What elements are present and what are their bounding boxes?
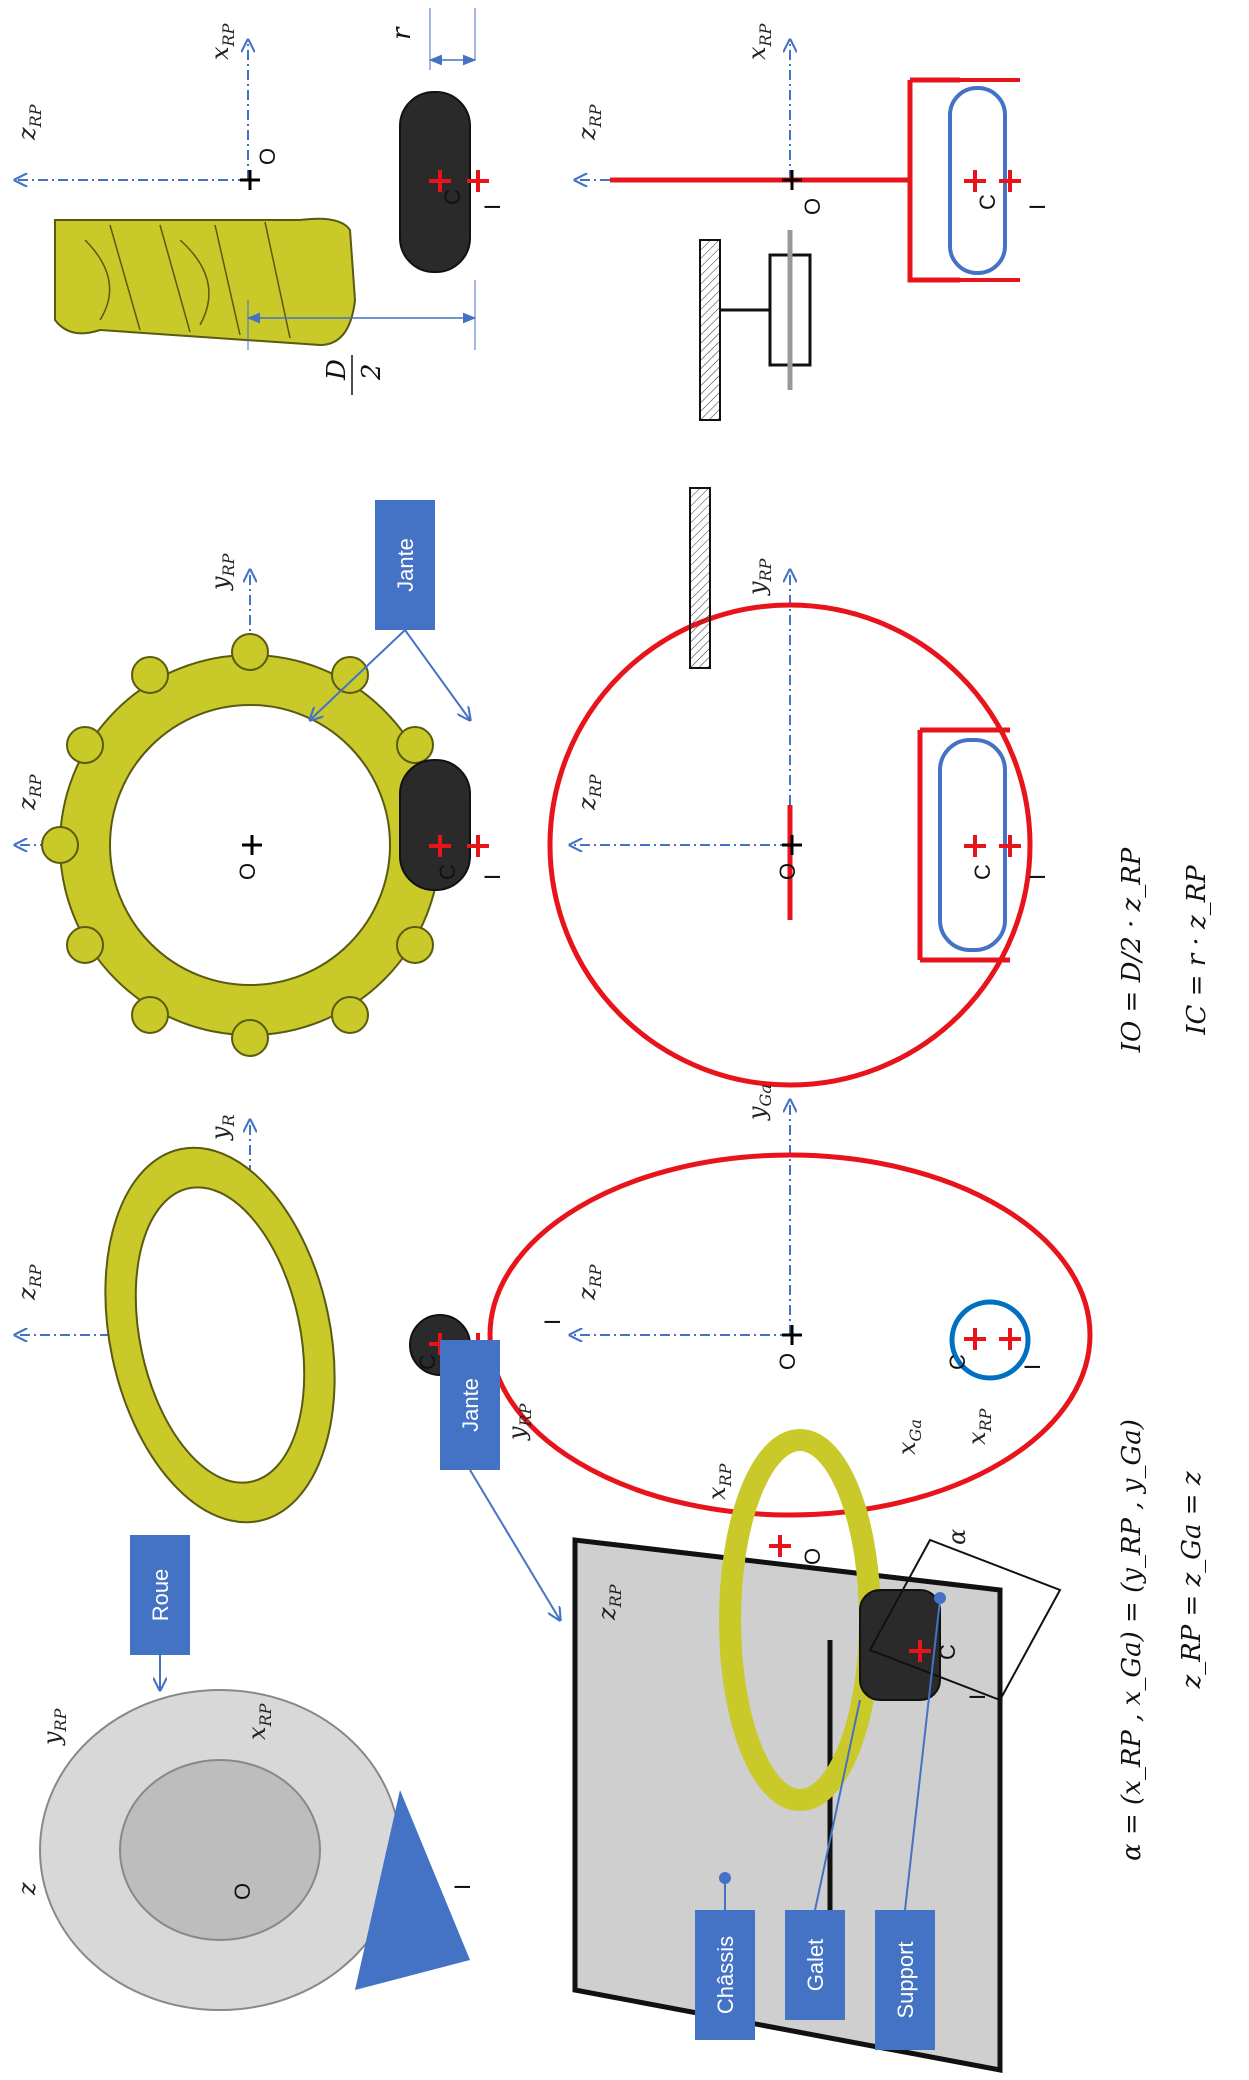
panel-oblique-kinematic: [487, 1100, 1093, 1518]
label-jante: Jante: [458, 1378, 483, 1432]
point-c-5: C: [415, 1354, 440, 1370]
label-roue: Roue: [148, 1569, 173, 1622]
label-support: Support: [893, 1941, 918, 2018]
point-o-marker: [240, 170, 260, 190]
point-i-marker: [467, 170, 489, 192]
point-o-7: O: [800, 1548, 825, 1565]
point-o-4: O: [775, 863, 800, 880]
axis-label-y-rp-3: yRP: [38, 1708, 70, 1746]
axis-label-x-rp-3: xRP: [243, 1703, 275, 1740]
axis-label-z-rp-1: zRP: [13, 104, 45, 141]
axis-label-z-rp-7: zRP: [593, 1584, 625, 1621]
axis-label-x-rp-4: xRP: [703, 1463, 735, 1500]
panel-front-view-kinematic: [547, 487, 1033, 1088]
axis-label-z-rp-6: zRP: [573, 1264, 605, 1301]
axis-label-x-rp-1: xRP: [206, 23, 238, 60]
point-c-3: C: [435, 864, 460, 880]
label-galet: Galet: [803, 1939, 828, 1992]
point-c-1: C: [440, 189, 465, 205]
axis-label-y-rp-2: yRP: [743, 558, 775, 596]
dimension-labels: D 2 r: [322, 26, 417, 395]
point-c-6: C: [945, 1354, 970, 1370]
formula-z: z_RP = z_Ga = z: [1177, 1471, 1207, 1689]
panel-side-view-3d: [15, 8, 489, 350]
ground-plane: [355, 1790, 470, 1990]
panel-front-view-3d: [15, 570, 489, 1057]
panel-oblique-3d: [15, 1120, 489, 1524]
label-box-support: Support: [875, 1592, 946, 2050]
axis-label-x-ga: xGa: [893, 1419, 925, 1455]
rim-kinematic-circle: [547, 602, 1033, 1088]
point-c-7: C: [935, 1644, 960, 1660]
axis-label-z-rp-4: zRP: [573, 774, 605, 811]
point-labels: O C I O C I O C I O C I C O C I I O C I …: [230, 148, 1050, 1900]
axis-labels: xRP zRP xRP zRP yRP zRP yRP zRP yR zRP y…: [13, 23, 995, 1896]
label-box-roue: Roue: [130, 1535, 190, 1690]
point-c-2: C: [975, 194, 1000, 210]
point-o-1: O: [255, 148, 280, 165]
dim-d: D: [322, 359, 352, 381]
axis-label-y-ga: yGa: [743, 1084, 775, 1121]
point-i-6b: I: [540, 1319, 565, 1325]
formula-ic: IC = r · z_RP: [1182, 865, 1212, 1036]
label-jante-2: Jante: [393, 538, 418, 592]
point-i-4: I: [1025, 874, 1050, 880]
label-chassis: Châssis: [713, 1936, 738, 2014]
dim-two: 2: [357, 363, 387, 381]
formulas: α = (x_RP , x_Ga) = (y_RP , y_Ga) z_RP =…: [1117, 847, 1212, 1861]
point-i-8: I: [450, 1884, 475, 1890]
point-i-3: I: [480, 874, 505, 880]
point-o-3: O: [235, 863, 260, 880]
panel-side-view-kinematic: [575, 40, 1021, 421]
formula-io: IO = D/2 · z_RP: [1117, 847, 1147, 1053]
label-box-jante: Jante: [440, 1340, 560, 1620]
point-o-8: O: [230, 1883, 255, 1900]
point-c-marker: [429, 170, 451, 192]
label-box-jante-2: Jante: [310, 500, 470, 720]
point-o-6: O: [775, 1353, 800, 1370]
angle-alpha: α: [943, 1529, 971, 1545]
axis-label-y-r: yR: [206, 1114, 238, 1141]
label-box-chassis: Châssis: [695, 1872, 755, 2040]
axis-label-y-rp-1: yRP: [206, 553, 238, 591]
axis-label-x-rp-2: xRP: [743, 23, 775, 60]
point-i-2: I: [1025, 204, 1050, 210]
point-i-6: I: [1020, 1364, 1045, 1370]
rim-side-detail: [84, 221, 291, 339]
frame-ground: [699, 239, 721, 421]
rim-side: [54, 217, 357, 347]
point-i-7: I: [965, 1694, 990, 1700]
formula-alpha: α = (x_RP , x_Ga) = (y_RP , y_Ga): [1117, 1419, 1147, 1861]
axis-label-z-rp-5: zRP: [13, 1264, 45, 1301]
point-o-2: O: [800, 198, 825, 215]
point-i-1: I: [480, 204, 505, 210]
axis-label-x-rp-5: xRP: [963, 1408, 995, 1445]
point-c-4: C: [970, 864, 995, 880]
roller-front: [399, 759, 471, 891]
axis-label-z-rp-3: zRP: [13, 774, 45, 811]
axis-label-z-rp-2: zRP: [573, 104, 605, 141]
axis-label-z: z: [13, 1882, 41, 1896]
axis-label-y-rp-4: yRP: [503, 1403, 535, 1441]
label-box-galet: Galet: [785, 1699, 861, 2020]
dim-r-label: r: [387, 26, 417, 40]
